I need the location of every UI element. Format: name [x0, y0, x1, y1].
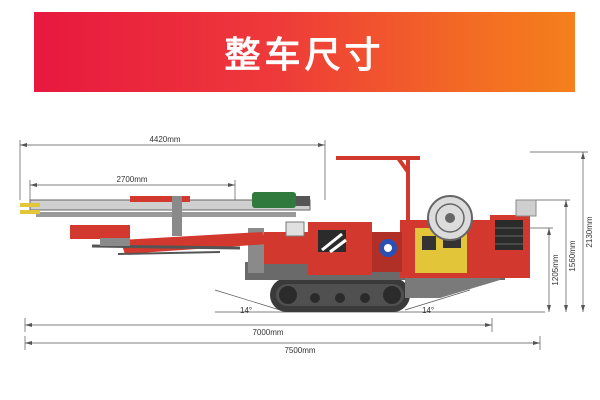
dim-track-length: 7000mm [252, 328, 283, 337]
dim-overall-boom-length: 4420mm [149, 135, 180, 144]
canopy-frame [336, 156, 420, 225]
dimension-lines [19, 140, 588, 350]
dim-overall-length: 7500mm [284, 346, 315, 355]
title-banner: 整车尺寸 [34, 12, 575, 92]
front-cabin [308, 222, 402, 275]
boom-arm [70, 225, 268, 255]
page-title: 整车尺寸 [224, 35, 385, 76]
drill-motor [296, 196, 310, 206]
dim-departure-angle: 14° [422, 306, 434, 315]
dim-approach-angle: 14° [240, 306, 252, 315]
dim-body-height: 1205mm [551, 254, 560, 285]
cable-reel [427, 195, 473, 241]
crawler-track [270, 278, 410, 312]
dim-canopy-height: 1560mm [568, 240, 577, 271]
dim-overall-height: 2130mm [585, 216, 594, 247]
dimension-arrows [20, 143, 585, 345]
rock-drill [252, 192, 296, 208]
dim-feed-beam-length: 2700mm [116, 175, 147, 184]
